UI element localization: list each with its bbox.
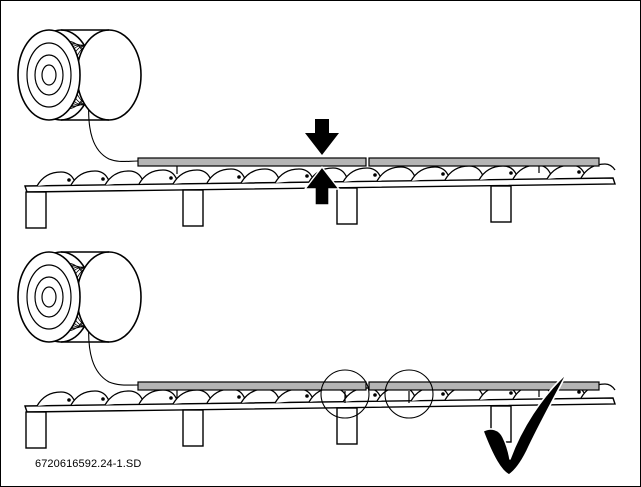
detail-circle: [384, 369, 434, 419]
detail-circle: [320, 369, 370, 419]
checkmark-icon: [482, 372, 568, 476]
cable-line: [88, 98, 139, 163]
up-arrow-icon: [303, 165, 341, 206]
panel-measure-sag: [17, 29, 616, 229]
down-arrow-icon: [305, 119, 339, 155]
cable-reel-icon: [17, 29, 142, 121]
collector-rail: [137, 157, 600, 174]
panel-check-result: [17, 251, 616, 476]
document-id: 6720616592.24-1.SD: [35, 458, 142, 470]
collector-rail: [137, 381, 600, 398]
cable-line: [88, 320, 139, 386]
cable-reel-icon: [17, 251, 142, 343]
